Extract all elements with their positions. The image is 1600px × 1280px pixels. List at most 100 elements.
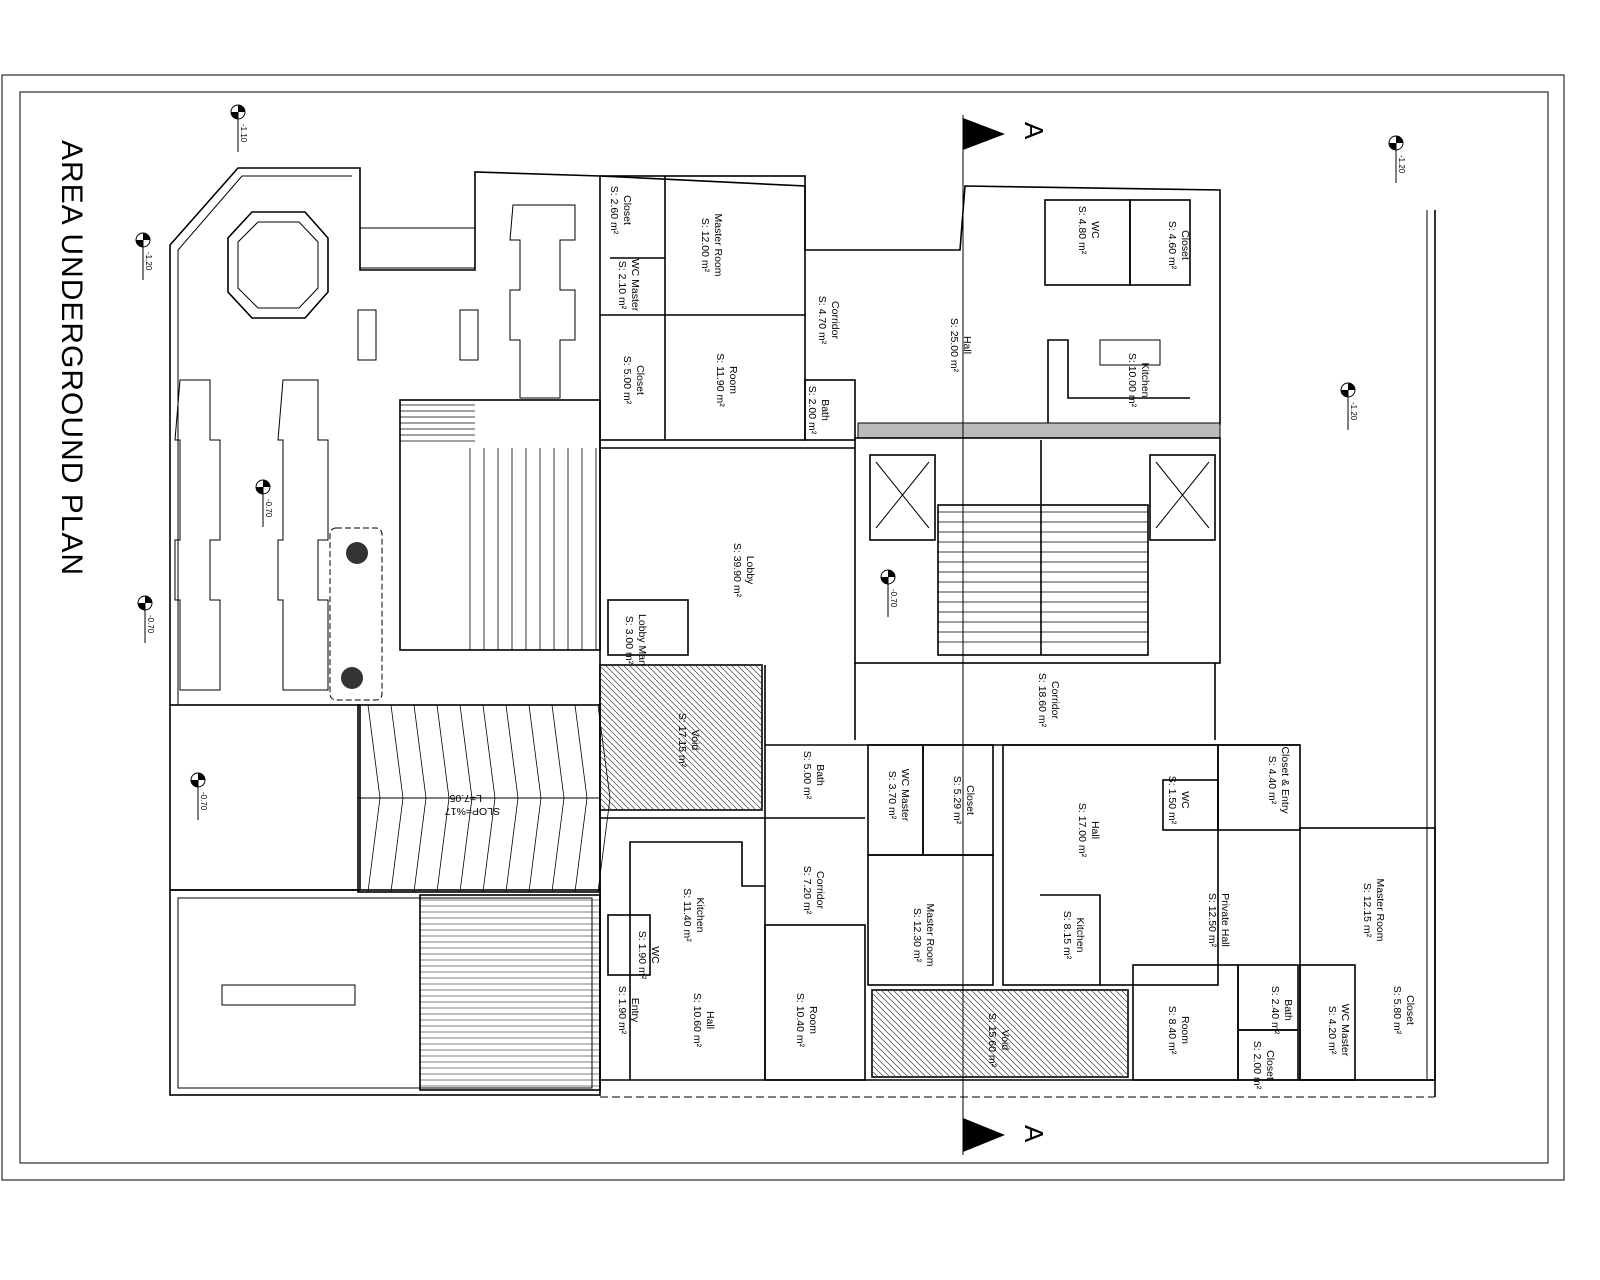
room-area: S: 4.70 m² (816, 296, 828, 345)
room-area: S: 12.15 m² (1361, 883, 1373, 938)
svg-text:ClosetS: 4.60 m²: ClosetS: 4.60 m² (1166, 221, 1191, 270)
room-name: Corridor (829, 301, 841, 339)
level-mark: -0.70 (190, 772, 208, 820)
section-label-top: A (1019, 122, 1049, 140)
svg-text:CorridorS: 4.70 m²: CorridorS: 4.70 m² (816, 296, 841, 345)
room-name: Void (689, 730, 701, 751)
room-label: CorridorS: 4.70 m² (816, 296, 841, 345)
level-value: -0.70 (146, 615, 155, 634)
room-name: WC (649, 946, 661, 964)
svg-text:HallS: 10.60 m²: HallS: 10.60 m² (691, 993, 716, 1048)
room-label: ClosetS: 2.60 m² (608, 186, 633, 235)
room-label: BathS: 5.00 m² (801, 751, 826, 800)
level-value: -0.70 (199, 792, 208, 811)
room-name: Master Room (924, 903, 936, 966)
svg-text:RoomS: 8.40 m²: RoomS: 8.40 m² (1166, 1006, 1191, 1055)
room-label: WC MasterS: 2.10 m² (616, 259, 641, 312)
room-area: S: 18.60 m² (1036, 673, 1048, 728)
room-label: ClosetS: 5.29 m² (951, 776, 976, 825)
section-label-bottom: A (1019, 1125, 1049, 1143)
room-area: S: 4.20 m² (1326, 1006, 1338, 1055)
svg-text:BathS: 5.00 m²: BathS: 5.00 m² (801, 751, 826, 800)
room-name: Closet & Entry (1279, 746, 1291, 814)
room-name: WC (1179, 791, 1191, 809)
svg-text:RoomS: 11.90 m²: RoomS: 11.90 m² (714, 353, 739, 407)
svg-text:LobbyS: 39.90 m²: LobbyS: 39.90 m² (731, 543, 756, 598)
svg-text:RoomS: 10.40 m²: RoomS: 10.40 m² (794, 993, 819, 1048)
room-name: WC Master (629, 259, 641, 312)
level-mark: -1.20 (1340, 382, 1358, 430)
svg-text:WC MasterS: 3.70 m²: WC MasterS: 3.70 m² (886, 769, 911, 822)
room-name: Kitchen (1139, 362, 1151, 397)
level-mark: -0.70 (137, 595, 155, 643)
room-name: Room (807, 1006, 819, 1034)
svg-text:WCS: 1.90 m²: WCS: 1.90 m² (636, 931, 661, 980)
level-value: -0.70 (264, 499, 273, 518)
room-label: ClosetS: 2.00 m² (1251, 1041, 1276, 1090)
room-name: Room (727, 366, 739, 394)
room-area: S: 4.40 m² (1266, 756, 1278, 805)
level-mark: -1.10 (230, 104, 248, 152)
room-name: Lobby (744, 556, 756, 585)
svg-text:BathS: 2.40 m²: BathS: 2.40 m² (1269, 986, 1294, 1035)
room-area: S: 2.10 m² (616, 261, 628, 310)
room-area: S: 17.00 m² (1076, 803, 1088, 858)
outer-frame (1, 74, 1565, 1181)
exterior-stairs (399, 399, 601, 1091)
svg-text:BathS: 2.00 m²: BathS: 2.00 m² (806, 386, 831, 435)
room-label: KitchenS: 8.15 m² (1061, 911, 1086, 960)
level-value: -0.70 (889, 589, 898, 608)
plan-title: AREA UNDERGROUND PLAN (55, 140, 88, 576)
room-name: Void (999, 1030, 1011, 1051)
room-name: Master Room (1374, 878, 1386, 941)
room-area: S: 8.40 m² (1166, 1006, 1178, 1055)
room-area: S: 2.00 m² (806, 386, 818, 435)
concrete-band (857, 422, 1221, 439)
room-label: ClosetS: 4.60 m² (1166, 221, 1191, 270)
svg-text:KitchenS: 10.00 m²: KitchenS: 10.00 m² (1126, 353, 1151, 408)
room-label: VoidS: 15.60 m² (986, 1013, 1011, 1068)
svg-text:WCS: 4.80 m²: WCS: 4.80 m² (1076, 206, 1101, 255)
room-name: Room (1179, 1016, 1191, 1044)
svg-text:Master RoomS: 12.30 m²: Master RoomS: 12.30 m² (911, 903, 936, 966)
room-label: Closet & EntryS: 4.40 m² (1266, 746, 1291, 814)
room-area: S: 4.80 m² (1076, 206, 1088, 255)
room-name: Closet (1264, 1050, 1276, 1080)
svg-text:VoidS: 17.15 m²: VoidS: 17.15 m² (676, 713, 701, 768)
svg-text:KitchenS: 11.40 m²: KitchenS: 11.40 m² (681, 888, 706, 942)
courtyard (169, 167, 601, 1096)
svg-text:WC MasterS: 2.10 m²: WC MasterS: 2.10 m² (616, 259, 641, 312)
room-label: WCS: 1.50 m² (1166, 776, 1191, 825)
room-area: S: 5.29 m² (951, 776, 963, 825)
svg-text:CorridorS: 18.60 m²: CorridorS: 18.60 m² (1036, 673, 1061, 728)
room-area: S: 3.00 m² (623, 616, 635, 665)
svg-text:CorridorS: 7.20 m²: CorridorS: 7.20 m² (801, 866, 826, 915)
room-label: KitchenS: 10.00 m² (1126, 353, 1151, 408)
svg-text:HallS: 25.00 m²: HallS: 25.00 m² (948, 318, 973, 373)
inner-frame (19, 91, 1549, 1164)
room-label: Private HallS: 12.50 m² (1206, 893, 1231, 948)
room-area: S: 11.40 m² (681, 888, 693, 942)
section-arrow-bottom (963, 1118, 1005, 1152)
room-area: S: 3.70 m² (886, 771, 898, 820)
room-label: LobbyS: 39.90 m² (731, 543, 756, 598)
room-area: S: 10.40 m² (794, 993, 806, 1048)
level-value: -1.20 (144, 252, 153, 271)
stair-treads (367, 404, 1148, 1087)
room-name: Bath (1282, 999, 1294, 1021)
room-area: S: 25.00 m² (948, 318, 960, 373)
room-name: WC Master (1339, 1004, 1351, 1057)
building-walls (599, 175, 1436, 1098)
svg-text:EntryS: 1.90 m²: EntryS: 1.90 m² (616, 986, 641, 1035)
room-area: S: 11.90 m² (714, 353, 726, 407)
level-mark: -0.70 (880, 569, 898, 617)
svg-text:ClosetS: 5.00 m²: ClosetS: 5.00 m² (621, 356, 646, 405)
room-area: S: 5.00 m² (801, 751, 813, 800)
svg-text:Master RoomS: 12.15 m²: Master RoomS: 12.15 m² (1361, 878, 1386, 941)
svg-text:ClosetS: 5.29 m²: ClosetS: 5.29 m² (951, 776, 976, 825)
room-name: Private Hall (1219, 893, 1231, 947)
room-area: S: 4.60 m² (1166, 221, 1178, 270)
room-label: HallS: 10.60 m² (691, 993, 716, 1048)
room-name: Lobby Man (636, 614, 648, 666)
room-area: S: 2.00 m² (1251, 1041, 1263, 1090)
